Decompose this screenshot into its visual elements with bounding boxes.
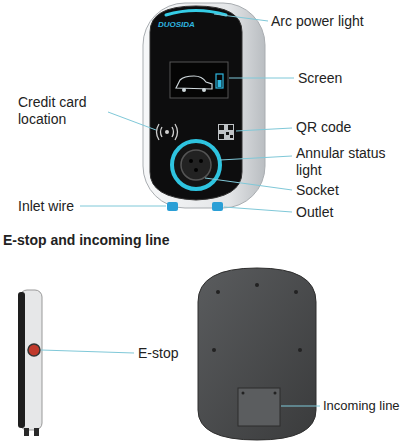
part-name: Credit card location [18, 94, 110, 128]
front-view [143, 3, 265, 211]
status-ring [172, 141, 220, 189]
brand-logo: DUOSIDA [158, 20, 218, 30]
inlet-connector [167, 202, 178, 211]
part-name: Socket [296, 182, 396, 199]
leader-lines [41, 14, 320, 406]
part-name: Arc power light [271, 13, 391, 30]
section-heading: E-stop and incoming line [3, 232, 263, 249]
screen [170, 62, 228, 98]
outlet-connector [212, 202, 223, 211]
part-name: Incoming line [323, 398, 411, 414]
part-name: Outlet [296, 204, 396, 221]
part-name: Inlet wire [18, 198, 98, 215]
side-view [18, 290, 42, 436]
qr-symbol [218, 124, 234, 140]
part-name: Screen [298, 70, 398, 87]
card-symbol [157, 124, 178, 140]
part-name: Annular status light [296, 145, 401, 179]
socket [181, 150, 211, 180]
part-name: E-stop [138, 345, 218, 362]
back-view [198, 268, 316, 440]
e-stop-button [28, 344, 40, 356]
incoming-panel [238, 388, 280, 426]
part-name: QR code [296, 119, 396, 136]
